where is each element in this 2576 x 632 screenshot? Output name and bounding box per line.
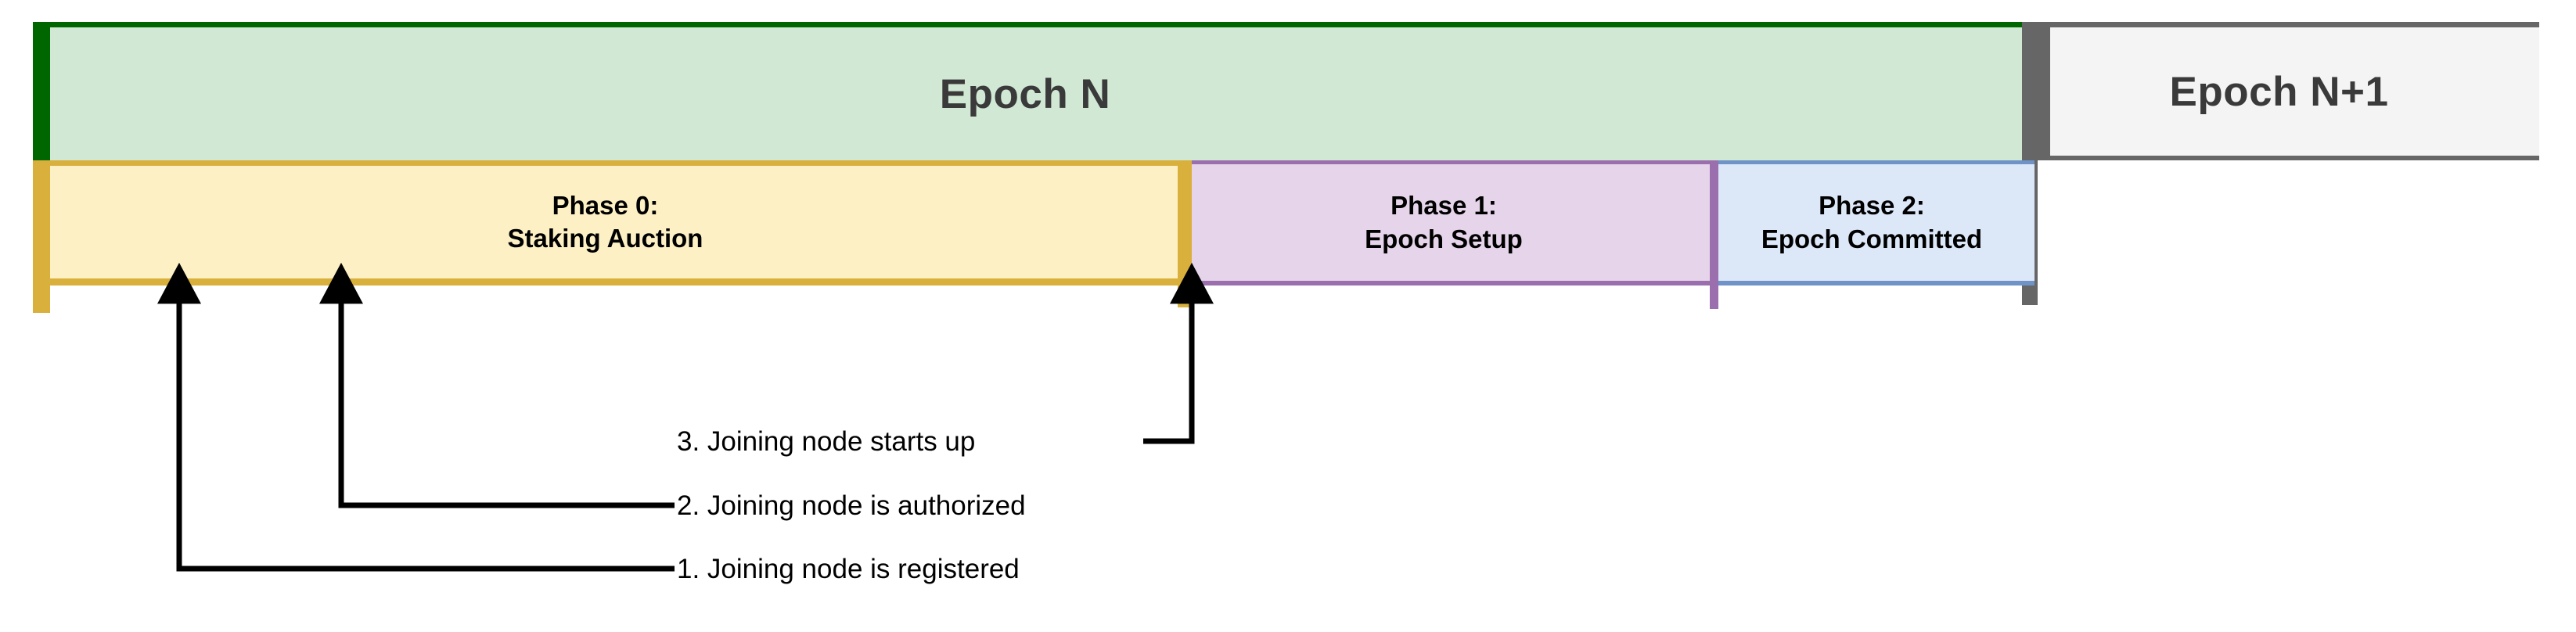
epoch-n-label: Epoch N bbox=[939, 70, 1111, 117]
callout-3-leader bbox=[1143, 262, 1214, 444]
phase-1-phase-2-rule bbox=[1710, 160, 1718, 309]
phase-2-line-2: Epoch Committed bbox=[1761, 224, 1983, 253]
phase-2-line-1: Phase 2: bbox=[1819, 191, 1925, 221]
epoch-n-plus-1-label: Epoch N+1 bbox=[2169, 68, 2389, 115]
phase-1-line-2: Epoch Setup bbox=[1365, 224, 1523, 253]
epoch-n-band: Epoch N bbox=[33, 22, 2035, 160]
phase-1-line-1: Phase 1: bbox=[1391, 191, 1497, 221]
epoch-n-plus-1-band: Epoch N+1 bbox=[2035, 22, 2539, 160]
callout-2-leader bbox=[319, 262, 675, 508]
callout-3-label: 3. Joining node starts up bbox=[677, 426, 976, 457]
callout-1-label: 1. Joining node is registered bbox=[677, 554, 1020, 584]
callout-2-label: 2. Joining node is authorized bbox=[677, 490, 1026, 521]
phase-2-band: Phase 2: Epoch Committed bbox=[1710, 160, 2035, 285]
phase-1-band: Phase 1: Epoch Setup bbox=[1178, 160, 1710, 285]
callout-1-leader bbox=[157, 262, 675, 572]
phase-0-line-1: Phase 0: bbox=[552, 190, 659, 220]
phase-0-line-2: Staking Auction bbox=[507, 224, 703, 253]
phase-0-start-rule bbox=[33, 160, 50, 313]
